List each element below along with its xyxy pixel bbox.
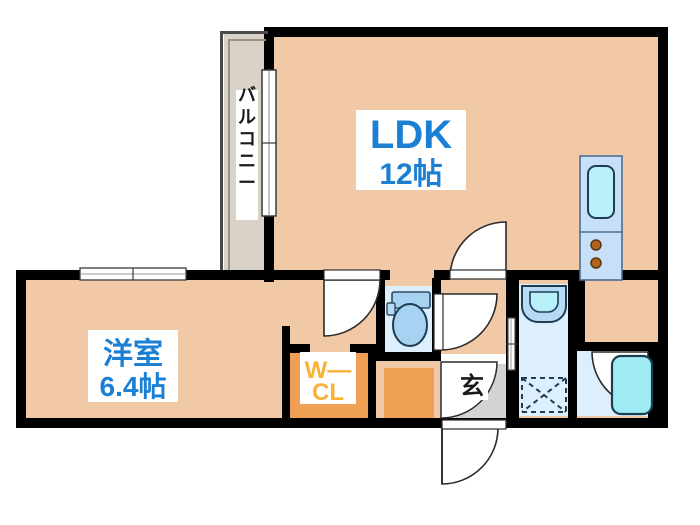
western-room-label: 洋室 6.4帖 xyxy=(88,330,178,402)
ldk-label-name: LDK xyxy=(370,113,452,157)
washroom-door[interactable] xyxy=(506,317,517,371)
balcony-rail-top xyxy=(220,31,268,34)
wic-label-line1: W— xyxy=(305,357,352,384)
bathtub xyxy=(610,354,654,416)
wall-wic-right xyxy=(368,344,376,424)
bedroom-door[interactable] xyxy=(323,269,381,337)
wall-right-lower xyxy=(658,278,668,428)
balcony-inner-left xyxy=(228,39,230,277)
washing-machine-pan xyxy=(521,377,567,413)
wall-toilet-bottom xyxy=(376,352,441,361)
kitchen-sink xyxy=(587,165,615,219)
balcony-label-name: バルコニー xyxy=(238,85,256,193)
toilet-handle xyxy=(386,302,396,316)
wall-washroom-right-lower xyxy=(568,348,577,426)
wall-bedroom-left xyxy=(16,270,26,428)
entrance-door[interactable] xyxy=(441,419,507,485)
washbasin-bowl xyxy=(529,291,559,313)
wall-ldk-right xyxy=(658,27,668,285)
wall-washroom-right-upper xyxy=(568,278,577,348)
wall-bedroom-bottom xyxy=(16,418,316,428)
ldk-label: LDK 12帖 xyxy=(356,110,466,191)
wall-bedroom-corridor xyxy=(282,326,290,428)
wic-label-line2: CL xyxy=(312,379,344,406)
wall-wic-top-right xyxy=(350,344,376,353)
toilet-fixture xyxy=(386,291,431,347)
wall-toilet-left xyxy=(376,278,385,360)
balcony-label: バルコニー xyxy=(236,85,258,220)
genkan-label: 玄 xyxy=(456,370,488,400)
wall-storage-bottom xyxy=(577,342,661,351)
balcony-inner-top xyxy=(228,39,266,41)
toilet-bowl xyxy=(392,303,428,347)
wall-storage-left xyxy=(577,278,585,350)
balcony-rail-left xyxy=(220,31,223,279)
genkan-label-name: 玄 xyxy=(460,372,484,400)
kitchen-unit xyxy=(579,155,623,281)
genkan-threshold-white xyxy=(440,354,506,364)
bathtub-fixture xyxy=(610,354,654,416)
western-room-label-name: 洋室 xyxy=(103,337,163,371)
toilet-door[interactable] xyxy=(433,293,498,351)
stove-burner-front xyxy=(590,239,602,251)
wall-ldk-top xyxy=(264,27,668,37)
washbasin-fixture xyxy=(521,285,567,323)
wall-wic-top-left xyxy=(288,344,310,353)
shoe-closet-floor xyxy=(384,368,434,418)
balcony-sliding-door[interactable] xyxy=(261,69,277,217)
ldk-label-size: 12帖 xyxy=(379,158,442,191)
bedroom-window[interactable] xyxy=(79,267,187,281)
western-room-label-size: 6.4帖 xyxy=(100,371,167,402)
stove-burner-back xyxy=(590,257,602,269)
walk-in-closet-label: W— CL xyxy=(300,352,356,406)
ldk-hall-door[interactable] xyxy=(449,221,507,280)
wall-mid-horizontal-right-b xyxy=(434,270,450,280)
